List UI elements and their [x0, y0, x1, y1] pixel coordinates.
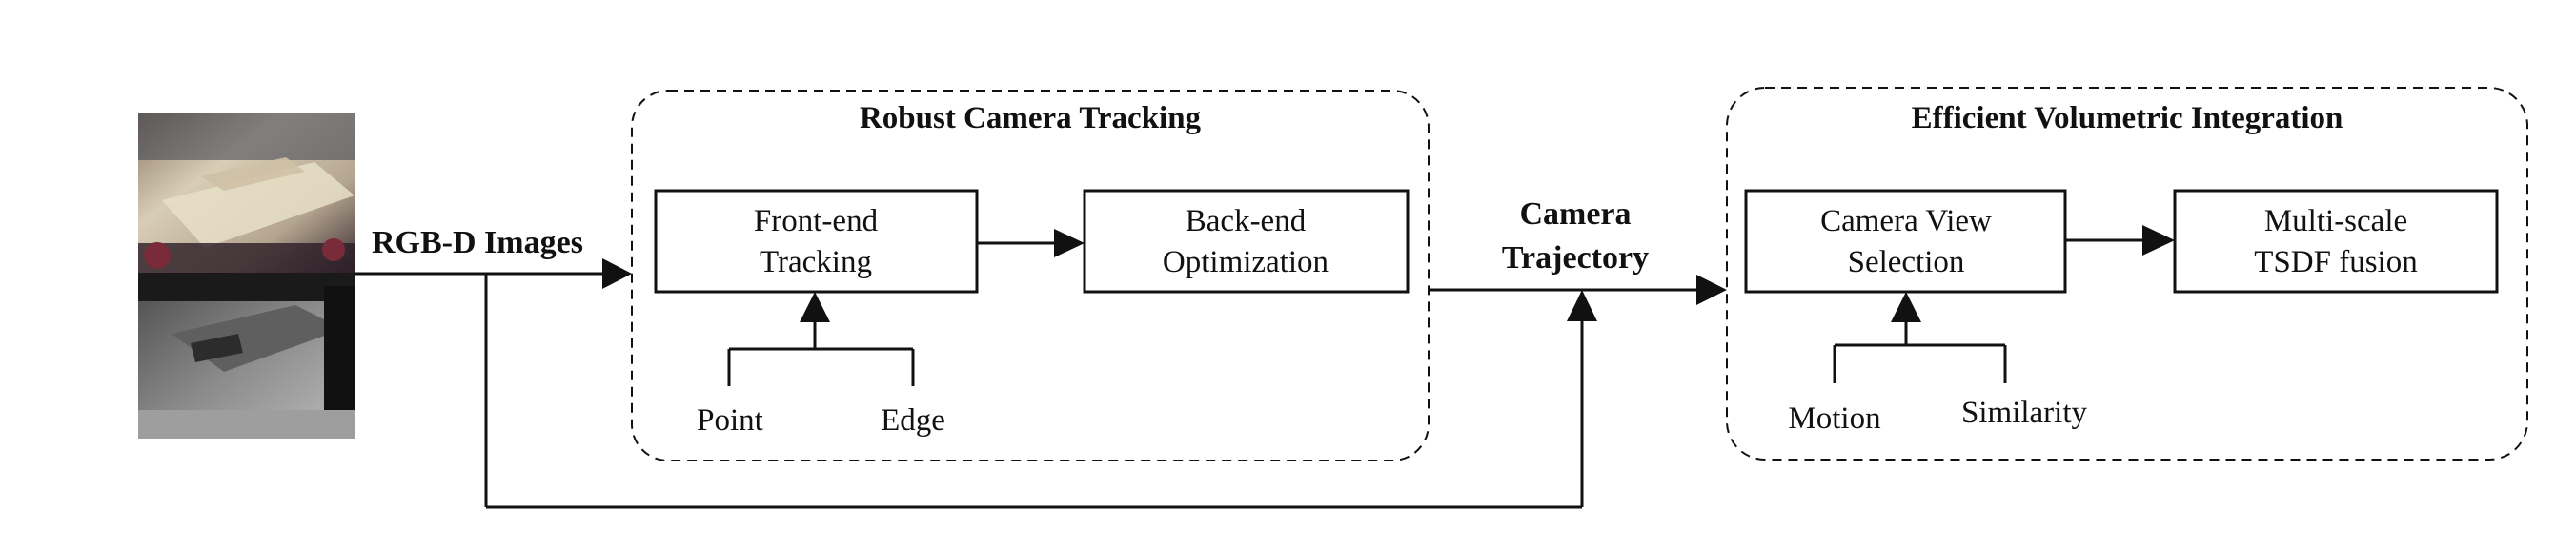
back-end-line1: Back-end [1186, 204, 1307, 238]
camera-trajectory-line1: Camera [1519, 196, 1631, 232]
front-end-line1: Front-end [754, 204, 879, 238]
arrow-tracking-to-integration [1429, 275, 1727, 305]
feature-bracket [727, 292, 915, 386]
view-selection-line2: Selection [1848, 245, 1965, 279]
feature-point-label: Point [697, 403, 763, 438]
integration-group-container [1726, 87, 2528, 461]
criteria-motion-label: Motion [1788, 401, 1880, 436]
tracking-group-container [631, 90, 1430, 461]
fusion-line2: TSDF fusion [2254, 245, 2417, 279]
integration-group-title: Efficient Volumetric Integration [1912, 101, 2343, 135]
fusion-line1: Multi-scale [2264, 204, 2407, 238]
tracking-group-title: Robust Camera Tracking [860, 101, 1202, 135]
camera-trajectory-line2: Trajectory [1502, 240, 1649, 276]
criteria-similarity-label: Similarity [1961, 396, 2088, 430]
back-end-optimization-box: Back-end Optimization [1083, 189, 1410, 294]
front-end-line2: Tracking [760, 245, 872, 279]
front-end-tracking-box: Front-end Tracking [654, 189, 979, 294]
rgb-image [138, 113, 355, 273]
back-end-line2: Optimization [1163, 245, 1329, 279]
arrow-selection-to-fusion [2065, 225, 2175, 256]
tsdf-fusion-box: Multi-scale TSDF fusion [2173, 189, 2499, 294]
view-selection-line1: Camera View [1820, 204, 1992, 238]
arrow-input-to-tracking [355, 258, 632, 289]
bypass-connector [484, 274, 1597, 509]
arrow-front-to-back [977, 229, 1085, 257]
depth-image [138, 273, 355, 439]
input-label: RGB-D Images [372, 225, 583, 260]
feature-edge-label: Edge [881, 403, 945, 438]
criteria-bracket [1833, 292, 2007, 383]
camera-view-selection-box: Camera View Selection [1744, 189, 2067, 294]
